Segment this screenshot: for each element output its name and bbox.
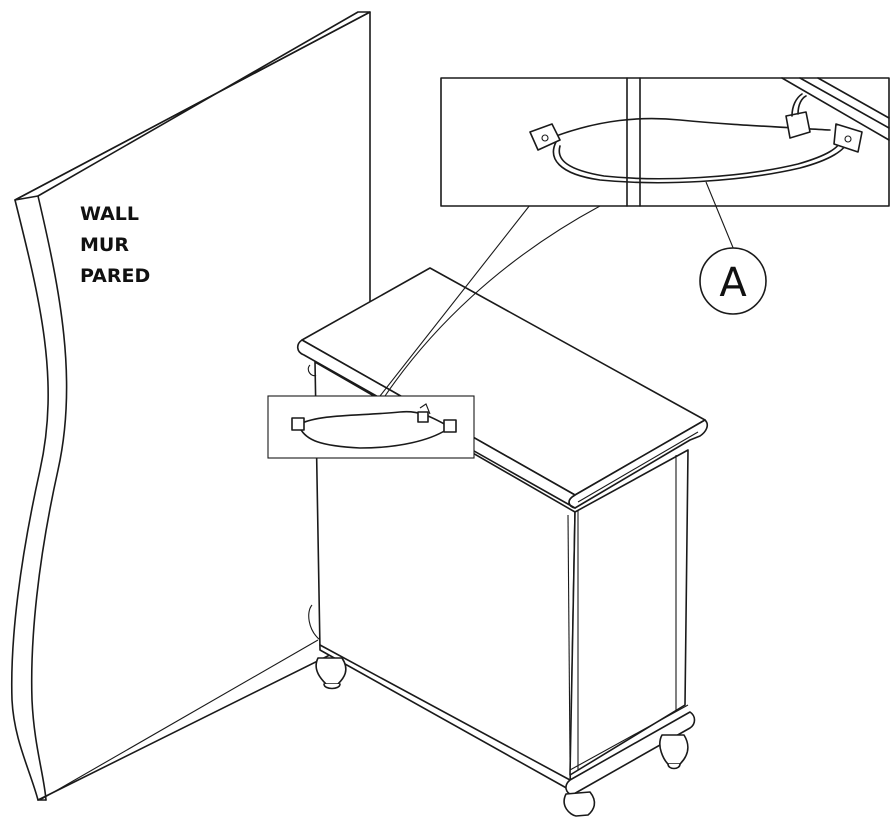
callout-letter: A (719, 260, 747, 306)
wall-label-spanish: PARED (80, 265, 151, 287)
magnifier-callout-icon (440, 77, 890, 251)
wall-label-french: MUR (80, 234, 129, 256)
callout-a: A (699, 247, 767, 315)
dresser-icon (296, 267, 708, 817)
wall-icon (10, 11, 371, 801)
callout-leader-line-right (384, 205, 601, 397)
anti-tip-strap-small (267, 395, 475, 459)
anti-tip-strap-icon (529, 93, 863, 184)
callout-leader-line-left (379, 204, 531, 397)
wall-label-english: WALL (80, 203, 140, 225)
